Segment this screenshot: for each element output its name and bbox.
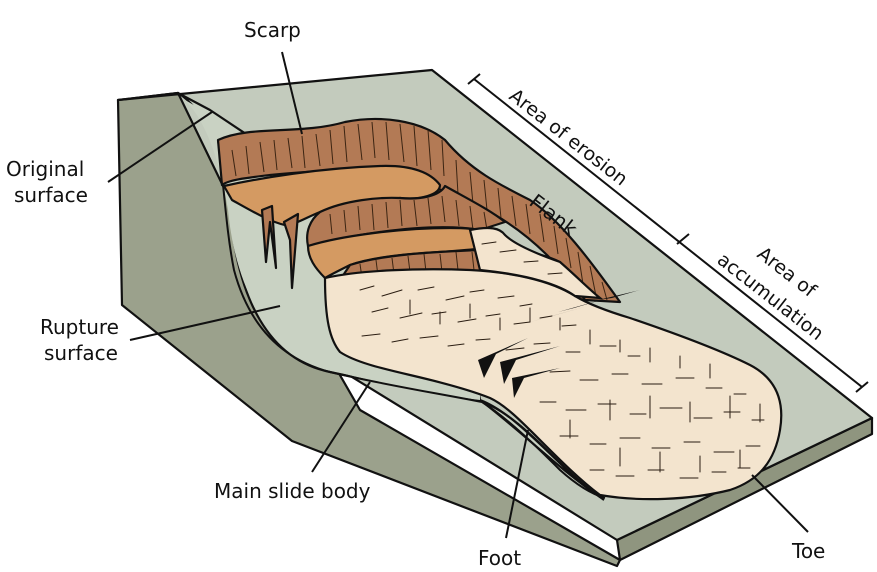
original-surface-label-line2: surface (14, 183, 88, 207)
original-surface-label-line1: Original (6, 157, 84, 181)
toe-leader (752, 475, 808, 532)
rupture-surface-label-line1: Rupture (40, 315, 119, 339)
scarp-label: Scarp (244, 18, 301, 42)
rupture-surface-label-line2: surface (44, 341, 118, 365)
toe-label: Toe (791, 539, 825, 563)
main-slide-body-label: Main slide body (214, 479, 371, 503)
foot-label: Foot (478, 546, 521, 570)
